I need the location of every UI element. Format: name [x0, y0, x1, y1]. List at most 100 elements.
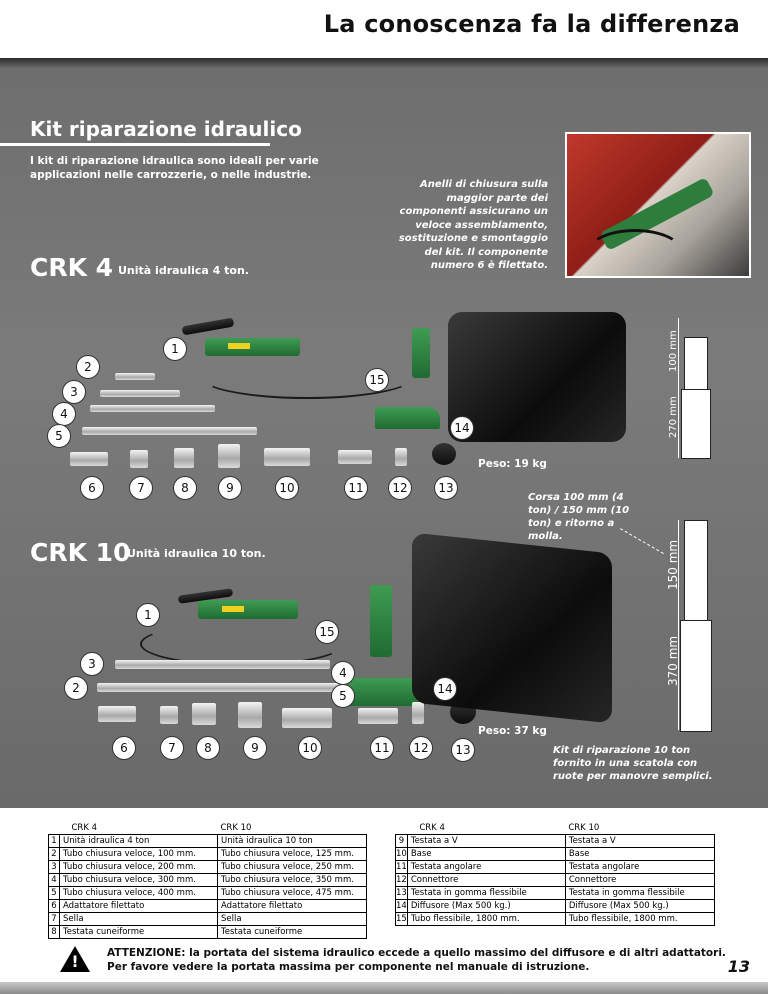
- crk10-label-6: 6: [112, 736, 136, 760]
- crk10-part-6: [98, 706, 136, 722]
- table-cell: Connettore: [564, 873, 715, 887]
- right-head-b: CRK 10: [568, 823, 600, 833]
- table-cell: Testata a V: [564, 834, 715, 848]
- crk4-dim-top: 100 mm: [668, 330, 679, 372]
- crk4-label-8: 8: [173, 476, 197, 500]
- crk10-pump-label: [222, 606, 244, 612]
- table-cell: Tubo flessibile, 1800 mm.: [564, 912, 715, 926]
- table-cell: Tubo chiusura veloce, 400 mm.: [59, 886, 218, 900]
- crk10-part-7: [160, 706, 178, 724]
- crk10-label-15: 15: [315, 620, 339, 644]
- table-cell: Diffusore (Max 500 kg.): [564, 899, 715, 913]
- crk10-cylinder-body: [680, 620, 712, 732]
- crk10-part-10: [282, 708, 332, 728]
- crk10-label-2: 2: [64, 676, 88, 700]
- table-cell: Testata a V: [406, 834, 566, 848]
- crk10-part-8: [192, 703, 216, 725]
- crk4-label-12: 12: [388, 476, 412, 500]
- crk10-label-3: 3: [80, 652, 104, 676]
- crk4-tube-100: [115, 373, 155, 380]
- table-cell: Testata angolare: [406, 860, 566, 874]
- table-cell: Testata angolare: [564, 860, 715, 874]
- crk10-label-8: 8: [196, 736, 220, 760]
- crk4-label-15: 15: [365, 368, 389, 392]
- crk4-part-8: [174, 448, 194, 468]
- crk10-dim-line: [678, 520, 679, 730]
- crk10-model: CRK 10: [30, 538, 131, 567]
- table-cell: 12: [395, 873, 408, 887]
- table-cell: 14: [395, 899, 408, 913]
- photo-caption: Anelli di chiusura sulla maggior parte d…: [398, 179, 548, 271]
- table-cell: 15: [395, 912, 408, 926]
- crk4-part-11: [338, 450, 372, 464]
- table-cell: Sella: [59, 912, 218, 926]
- crk10-subtitle: Unità idraulica 10 ton.: [127, 547, 266, 560]
- crk4-dim-line: [678, 318, 679, 458]
- crk10-label-10: 10: [298, 736, 322, 760]
- crk10-tube-475: [97, 683, 347, 692]
- table-cell: 4: [48, 873, 60, 887]
- crk10-dim-top: 150 mm: [666, 539, 680, 590]
- crk4-label-4: 4: [52, 402, 76, 426]
- crk10-case-note: Kit di riparazione 10 ton fornito in una…: [553, 745, 713, 782]
- crk4-label-3: 3: [62, 380, 86, 404]
- warning-icon: [60, 946, 90, 972]
- crk4-label-5: 5: [47, 424, 71, 448]
- table-cell: Base: [406, 847, 566, 861]
- crk10-label-4: 4: [331, 661, 355, 685]
- crk4-part-12: [395, 448, 407, 466]
- crk10-cylinder: [370, 585, 392, 657]
- crk4-label-6: 6: [80, 476, 104, 500]
- crk4-cylinder: [412, 328, 430, 378]
- table-cell: 1: [48, 834, 60, 848]
- crk10-label-14: 14: [433, 677, 457, 701]
- crk4-tube-400: [82, 427, 257, 435]
- right-head-a: CRK 4: [419, 823, 445, 833]
- crk4-cylinder-drawing: [684, 337, 708, 391]
- table-cell: Unità idraulica 4 ton: [59, 834, 218, 848]
- warning-line-1: ATTENZIONE: la portata del sistema idrau…: [107, 947, 726, 959]
- crk4-part-9: [218, 444, 240, 468]
- table-cell: Tubo flessibile, 1800 mm.: [406, 912, 566, 926]
- crk4-label-11: 11: [344, 476, 368, 500]
- crk4-tube-200: [100, 390, 180, 397]
- table-cell: Tubo chiusura veloce, 125 mm.: [217, 847, 367, 861]
- header-title: La conoscenza fa la differenza: [323, 10, 740, 38]
- crk4-weight: Peso: 19 kg: [478, 458, 547, 470]
- photo-hose: [587, 229, 683, 275]
- table-cell: Testata in gomma flessibile: [406, 886, 566, 900]
- crk10-label-7: 7: [160, 736, 184, 760]
- usage-photo: [565, 132, 751, 278]
- crk4-label-1: 1: [163, 337, 187, 361]
- crk4-case: [448, 312, 626, 442]
- crk4-subtitle: Unità idraulica 4 ton.: [118, 264, 249, 277]
- table-cell: Tubo chiusura veloce, 250 mm.: [217, 860, 367, 874]
- crk4-part-7: [130, 450, 148, 468]
- crk10-pump: [198, 600, 298, 619]
- crk4-label-2: 2: [76, 355, 100, 379]
- table-cell: 9: [395, 834, 408, 848]
- warning-text: ATTENZIONE: la portata del sistema idrau…: [107, 946, 727, 974]
- crk4-pump-label: [228, 343, 250, 349]
- table-cell: 6: [48, 899, 60, 913]
- crk10-label-5: 5: [331, 684, 355, 708]
- table-cell: Tubo chiusura veloce, 475 mm.: [217, 886, 367, 900]
- crk4-label-7: 7: [129, 476, 153, 500]
- table-cell: Adattatore filettato: [217, 899, 367, 913]
- crk4-label-10: 10: [275, 476, 299, 500]
- table-cell: 8: [48, 925, 60, 939]
- crk4-part-13: [432, 443, 456, 465]
- crk4-spreader: [375, 407, 440, 429]
- table-cell: 13: [395, 886, 408, 900]
- table-cell: Connettore: [406, 873, 566, 887]
- section-title: Kit riparazione idraulico: [30, 117, 302, 141]
- crk10-cylinder-drawing: [684, 520, 708, 622]
- crk4-part-10: [264, 448, 310, 466]
- crk4-cylinder-body: [681, 389, 711, 459]
- table-cell: Diffusore (Max 500 kg.): [406, 899, 566, 913]
- table-cell: Testata cuneiforme: [217, 925, 367, 939]
- table-cell: 2: [48, 847, 60, 861]
